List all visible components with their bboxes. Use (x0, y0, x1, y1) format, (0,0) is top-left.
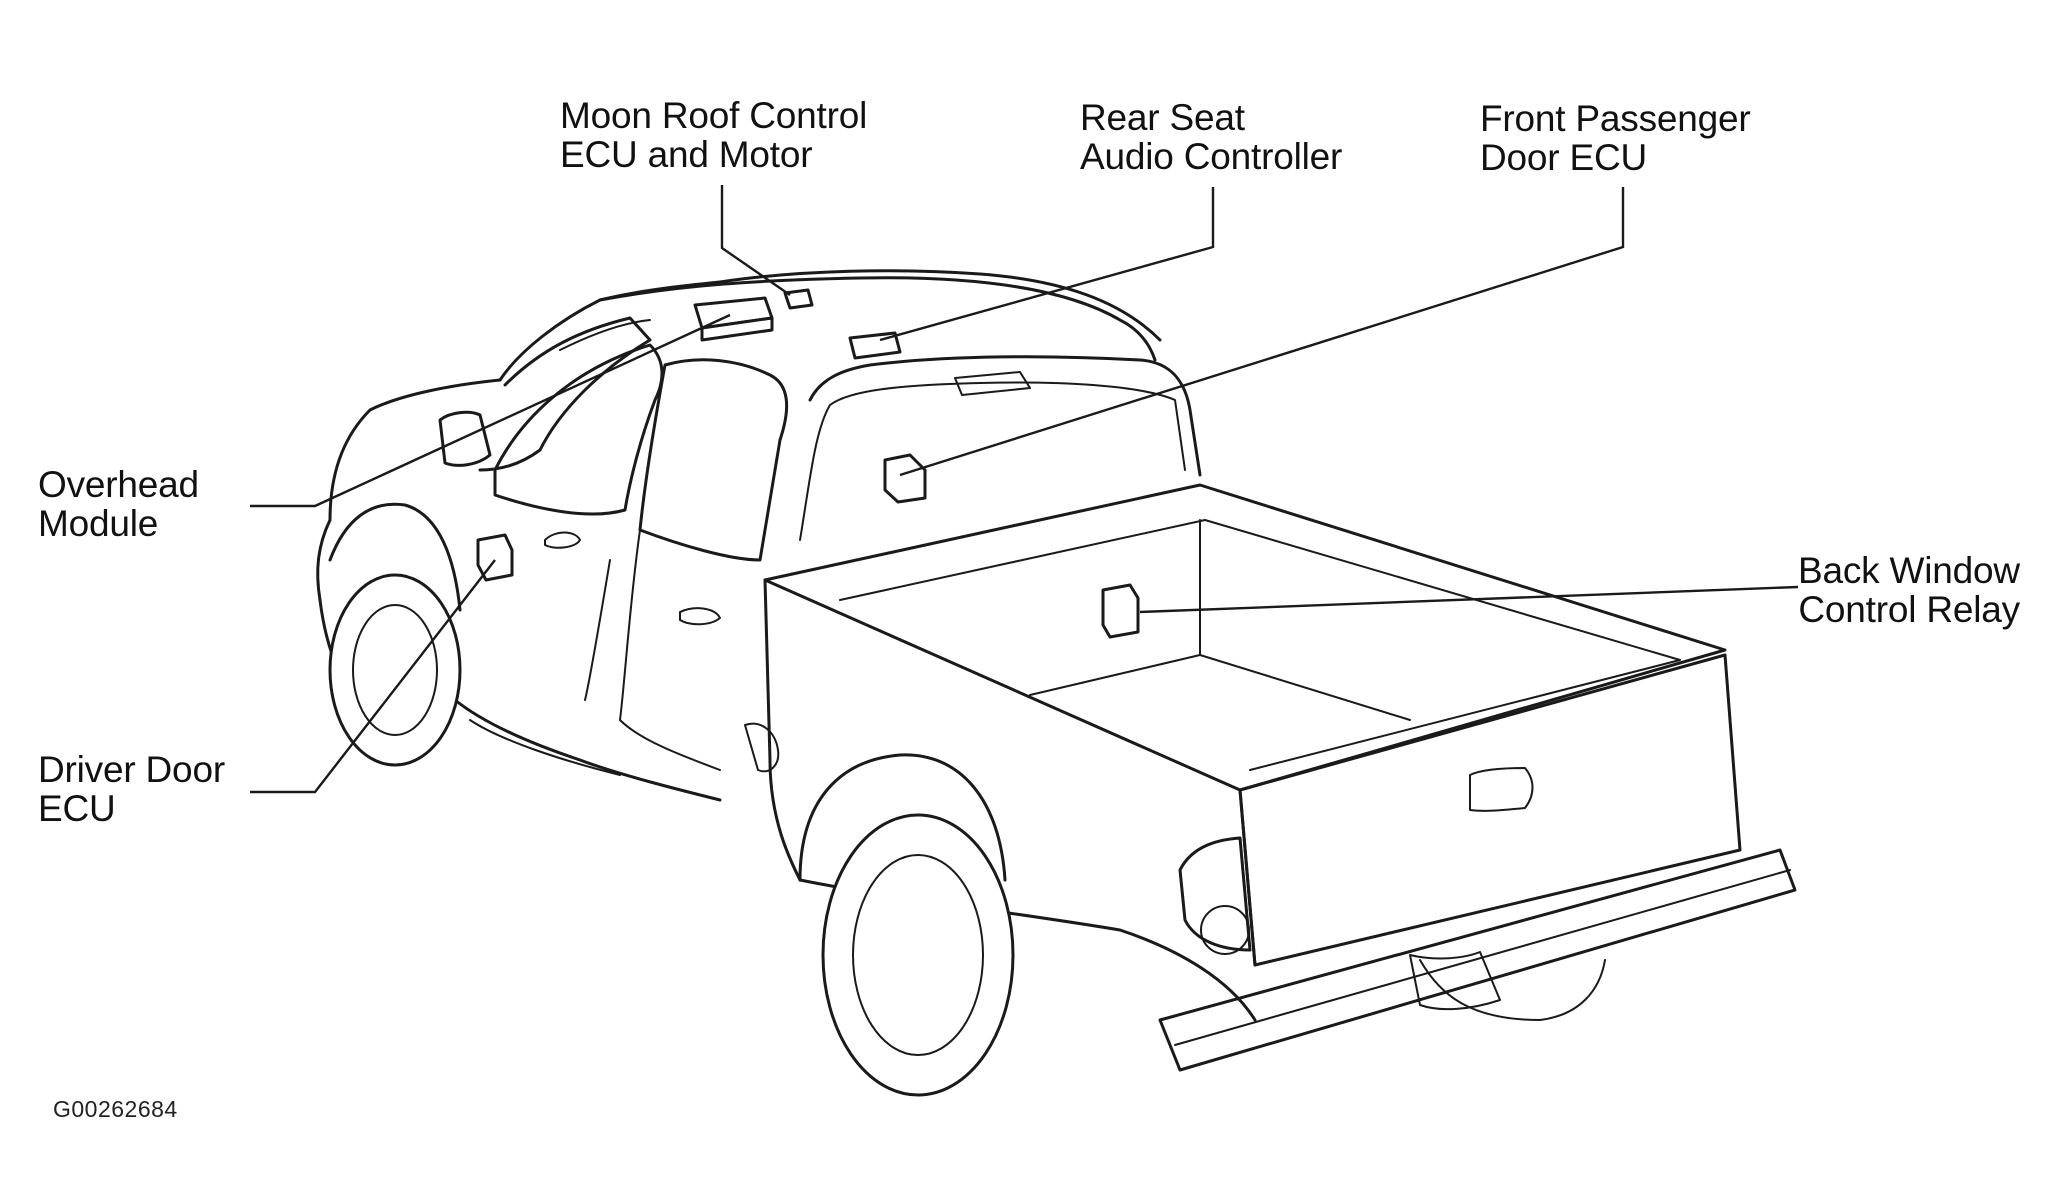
driver-door-ecu-component (476, 533, 514, 582)
overhead-label-line-2: Module (38, 503, 159, 544)
back-window-label: Back Window Control Relay (1798, 551, 2020, 629)
figure-id: G00262684 (53, 1096, 178, 1122)
components (476, 288, 1140, 639)
overhead-leader (250, 313, 731, 508)
rear-seat-label-line-1: Rear Seat (1080, 97, 1245, 138)
rear-seat-audio-component (848, 331, 902, 360)
moon-roof-leader (720, 185, 791, 296)
front-passenger-label-line-1: Front Passenger (1480, 98, 1751, 139)
back-window-leader (1139, 585, 1799, 614)
rear-wheel (821, 813, 1015, 1097)
front-passenger-label-line-2: Door ECU (1480, 137, 1647, 178)
front-passenger-label: Front Passenger Door ECU (1480, 99, 1751, 177)
moon-roof-label: Moon Roof Control ECU and Motor (560, 96, 867, 174)
front-passenger-leader (899, 187, 1625, 477)
back-window-label-line-1: Back Window (1798, 550, 2020, 591)
driver-door-label-line-2: ECU (38, 788, 116, 829)
back-window-label-line-2: Control Relay (1798, 589, 2020, 630)
front-passenger-door-ecu-component (883, 453, 927, 504)
back-window-relay-component (1101, 583, 1140, 639)
rear-seat-leader (879, 187, 1215, 342)
moon-roof-ecu-component (783, 288, 814, 310)
rear-seat-label-line-2: Audio Controller (1080, 136, 1343, 177)
driver-door-leader (250, 559, 496, 794)
moon-roof-label-line-1: Moon Roof Control (560, 95, 868, 136)
overhead-label-line-1: Overhead (38, 464, 199, 505)
moon-roof-label-line-2: ECU and Motor (560, 134, 813, 175)
leader-lines (250, 185, 1799, 794)
driver-door-label-line-1: Driver Door (38, 749, 225, 790)
overhead-label: Overhead Module (38, 465, 199, 543)
driver-door-label: Driver Door ECU (38, 750, 225, 828)
truck-body (316, 269, 1797, 1072)
front-wheel (328, 502, 462, 767)
rear-seat-label: Rear Seat Audio Controller (1080, 98, 1342, 176)
